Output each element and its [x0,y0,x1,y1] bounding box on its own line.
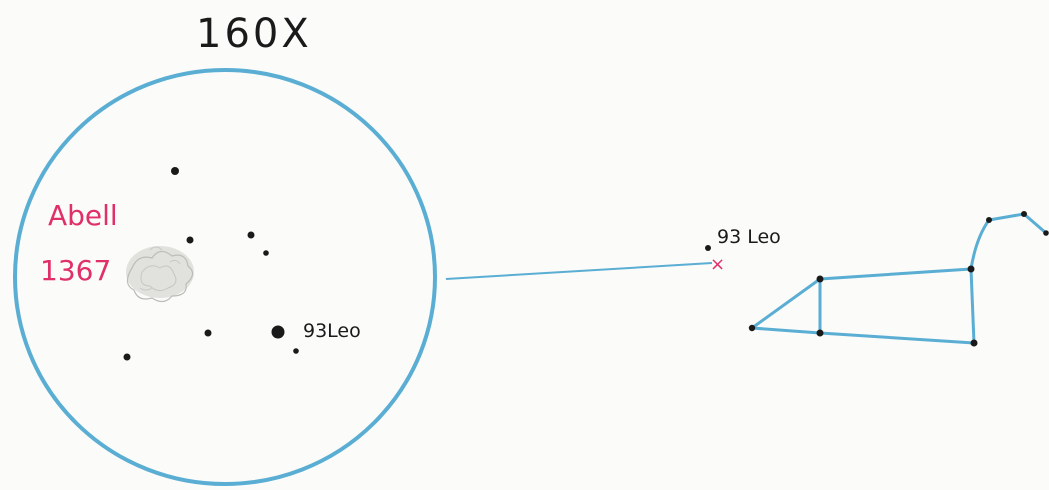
leo-constellation-stars [748,211,1049,347]
star-label-93-leo: 93Leo [303,320,361,342]
star [967,265,975,273]
star [247,231,255,239]
star [293,348,299,354]
pointer-line [445,262,713,280]
galaxy-cluster-smudge [126,246,194,303]
finder-star-label: 93 Leo [717,226,781,248]
finder-star-93-leo [705,245,711,251]
target-marker-icon: × [710,254,725,275]
star-93-leo [271,325,285,339]
cluster-label-line2: 1367 [40,254,111,287]
star [986,217,992,223]
leo-constellation-lines [751,212,1047,345]
cluster-label-line1: Abell [48,199,118,232]
star [1043,230,1049,236]
star [1021,211,1027,217]
star [748,324,756,332]
eyepiece-field-circle [13,68,437,486]
star [263,250,269,256]
magnification-label: 160X [196,11,312,57]
eyepiece-stars [123,167,299,361]
star [816,275,824,283]
star [816,329,824,337]
star [171,167,179,175]
star [123,353,131,361]
star [186,236,194,244]
star [970,339,978,347]
star [204,329,212,337]
